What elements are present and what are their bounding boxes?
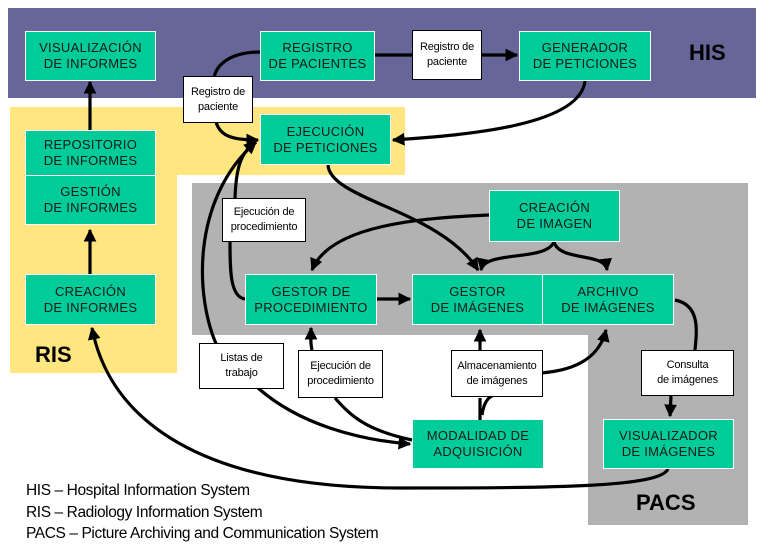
node-generador-peticiones: GENERADOR DE PETICIONES: [519, 31, 651, 81]
label-ejecucion-procedimiento-lower: Ejecución de procedimiento: [298, 350, 383, 398]
arrow-archivo-to-consulta: [674, 298, 698, 351]
label-almacenamiento-imagenes: Almacenamiento de imágenes: [451, 350, 543, 397]
node-visualizador-imagenes: VISUALIZADOR DE IMÁGENES: [603, 419, 734, 469]
his-system-label: HIS: [689, 40, 726, 65]
node-creacion-imagen: CREACIÓN DE IMAGEN: [489, 190, 620, 242]
arrow-listas-to-ejecucion: [200, 140, 258, 349]
arrow-ejecucion-to-gestor-imagenes: [326, 164, 480, 272]
arrow-ejecucion-proc-to-ejecucion: [233, 140, 257, 199]
arrow-almacenamiento-to-archivo: [540, 328, 610, 375]
arrow-ejecucion-proc-label-to-gestor-proc: [304, 326, 318, 351]
label-registro-paciente-top: Registro de paciente: [412, 30, 482, 80]
label-ejecucion-procedimiento-upper: Ejecución de procedimiento: [222, 198, 306, 242]
arrow-registro-to-ejecucion-a: [212, 50, 261, 79]
arrow-creacion-imagen-to-gestor-proc: [310, 213, 490, 272]
node-repositorio-informes: REPOSITORIO DE INFORMES: [25, 130, 156, 176]
arrow-creacion-imagen-to-archivo: [552, 241, 613, 272]
legend-item-ris: RIS – Radiology Information System: [26, 503, 263, 521]
ris-system-label: RIS: [35, 342, 72, 367]
node-modalidad-adquisicion: MODALIDAD DE ADQUISICIÓN: [413, 420, 543, 468]
node-visualizacion-informes: VISUALIZACIÓN DE INFORMES: [25, 31, 156, 81]
node-registro-pacientes: REGISTRO DE PACIENTES: [260, 31, 375, 81]
node-gestor-procedimiento: GESTOR DE PROCEDIMIENTO: [245, 274, 377, 325]
node-gestion-informes: GESTIÓN DE INFORMES: [25, 175, 156, 225]
label-registro-paciente-left: Registro de paciente: [183, 76, 253, 123]
arrow-listas-to-modalidad: [256, 386, 412, 450]
arrow-modalidad-to-archivo: [480, 392, 501, 416]
label-consulta-imagenes: Consulta de imágenes: [641, 350, 734, 396]
node-ejecucion-peticiones: EJECUCIÓN DE PETICIONES: [260, 114, 391, 165]
arrow-visualizador-to-creacion-informes: [87, 326, 670, 490]
arrow-registro-to-ejecucion-b: [214, 121, 260, 147]
node-archivo-imagenes: ARCHIVO DE IMÁGENES: [542, 274, 674, 325]
pacs-system-label: PACS: [636, 490, 696, 515]
node-gestor-imagenes: GESTOR DE IMÁGENES: [412, 274, 543, 325]
arrow-creacion-imagen-to-gestor-imagenes: [477, 241, 556, 272]
label-listas-trabajo: Listas de trabajo: [199, 343, 284, 389]
arrow-generador-to-ejecucion: [391, 80, 587, 146]
node-creacion-informes: CREACIÓN DE INFORMES: [25, 274, 156, 325]
legend-item-pacs: PACS – Picture Archiving and Communicati…: [26, 525, 379, 542]
arrow-consulta-to-visualizador: [664, 395, 677, 418]
arrow-gestor-proc-to-label: [228, 239, 246, 301]
legend-item-his: HIS – Hospital Information System: [26, 482, 250, 499]
legend: HIS – Hospital Information System RIS – …: [26, 480, 379, 545]
